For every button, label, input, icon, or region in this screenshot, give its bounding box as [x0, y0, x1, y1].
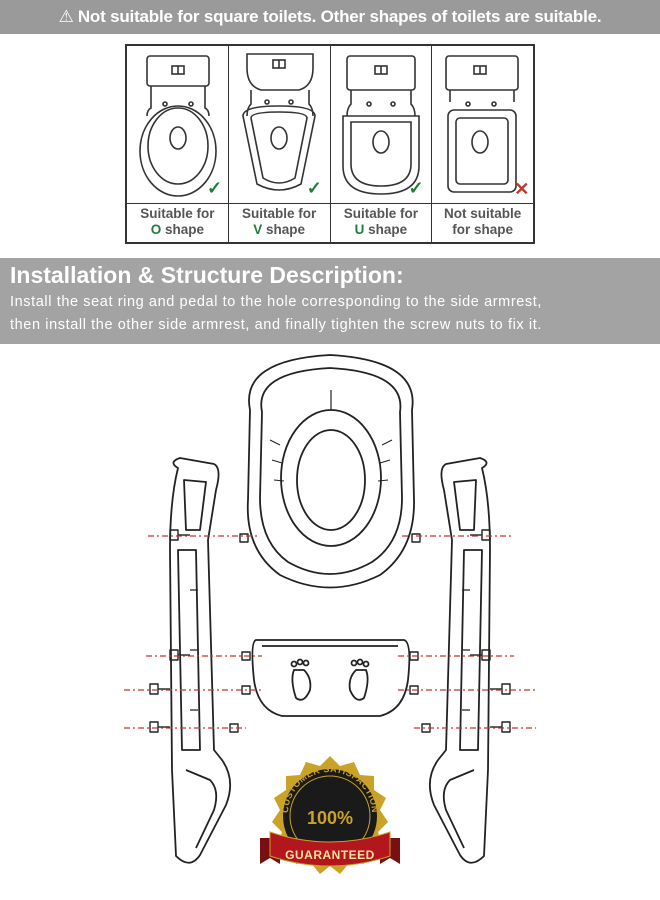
- toilet-compatibility-table: ✓ Suitable for O shape: [125, 44, 535, 244]
- exploded-structure-diagram: [0, 350, 660, 900]
- compat-caption-o: Suitable for O shape: [140, 206, 215, 237]
- installation-title: Installation & Structure Description:: [10, 262, 404, 288]
- warning-triangle-icon: ⚠: [58, 7, 74, 26]
- right-armrest-illustration: [428, 457, 491, 864]
- left-screws: [149, 529, 251, 733]
- cross-icon: ✕: [514, 179, 530, 199]
- compat-cell-u-shape: ✓ Suitable for U shape: [330, 46, 433, 242]
- compat-caption-u: Suitable for U shape: [343, 206, 418, 237]
- warning-text: Not suitable for square toilets. Other s…: [77, 7, 602, 26]
- compat-cell-o-shape: ✓ Suitable for O shape: [127, 46, 229, 242]
- u-shape-toilet-icon: [330, 46, 432, 204]
- alignment-lines: [124, 535, 536, 729]
- o-shape-toilet-icon: [127, 46, 228, 204]
- seat-ring-illustration: [246, 354, 415, 589]
- check-icon: ✓: [306, 178, 322, 198]
- right-screws: [409, 529, 511, 733]
- badge-percent: 100%: [307, 808, 353, 828]
- installation-section: Installation & Structure Description: In…: [0, 258, 660, 344]
- compat-caption-v: Suitable for V shape: [241, 206, 317, 237]
- check-icon: ✓: [207, 178, 223, 198]
- compat-cell-square-shape: ✕ Not suitable for shape: [432, 46, 533, 242]
- compat-cell-v-shape: ✓ Suitable for V shape: [228, 46, 331, 242]
- installation-line-1: Install the seat ring and pedal to the h…: [10, 294, 543, 310]
- compat-caption-square: Not suitable for shape: [443, 206, 522, 237]
- foot-pedal-illustration: [251, 639, 411, 717]
- left-armrest-illustration: [169, 457, 232, 864]
- satisfaction-guarantee-badge: CUSTOMER SATISFACTION 100% GUARANTEED: [250, 752, 410, 892]
- badge-ribbon-text: GUARANTEED: [285, 848, 375, 862]
- check-icon: ✓: [408, 178, 424, 198]
- warning-banner: ⚠ Not suitable for square toilets. Other…: [0, 0, 660, 34]
- installation-line-2: then install the other side armrest, and…: [10, 317, 542, 333]
- badge-ribbon: [260, 831, 400, 867]
- v-shape-toilet-icon: [228, 46, 330, 204]
- square-toilet-icon: [432, 46, 533, 204]
